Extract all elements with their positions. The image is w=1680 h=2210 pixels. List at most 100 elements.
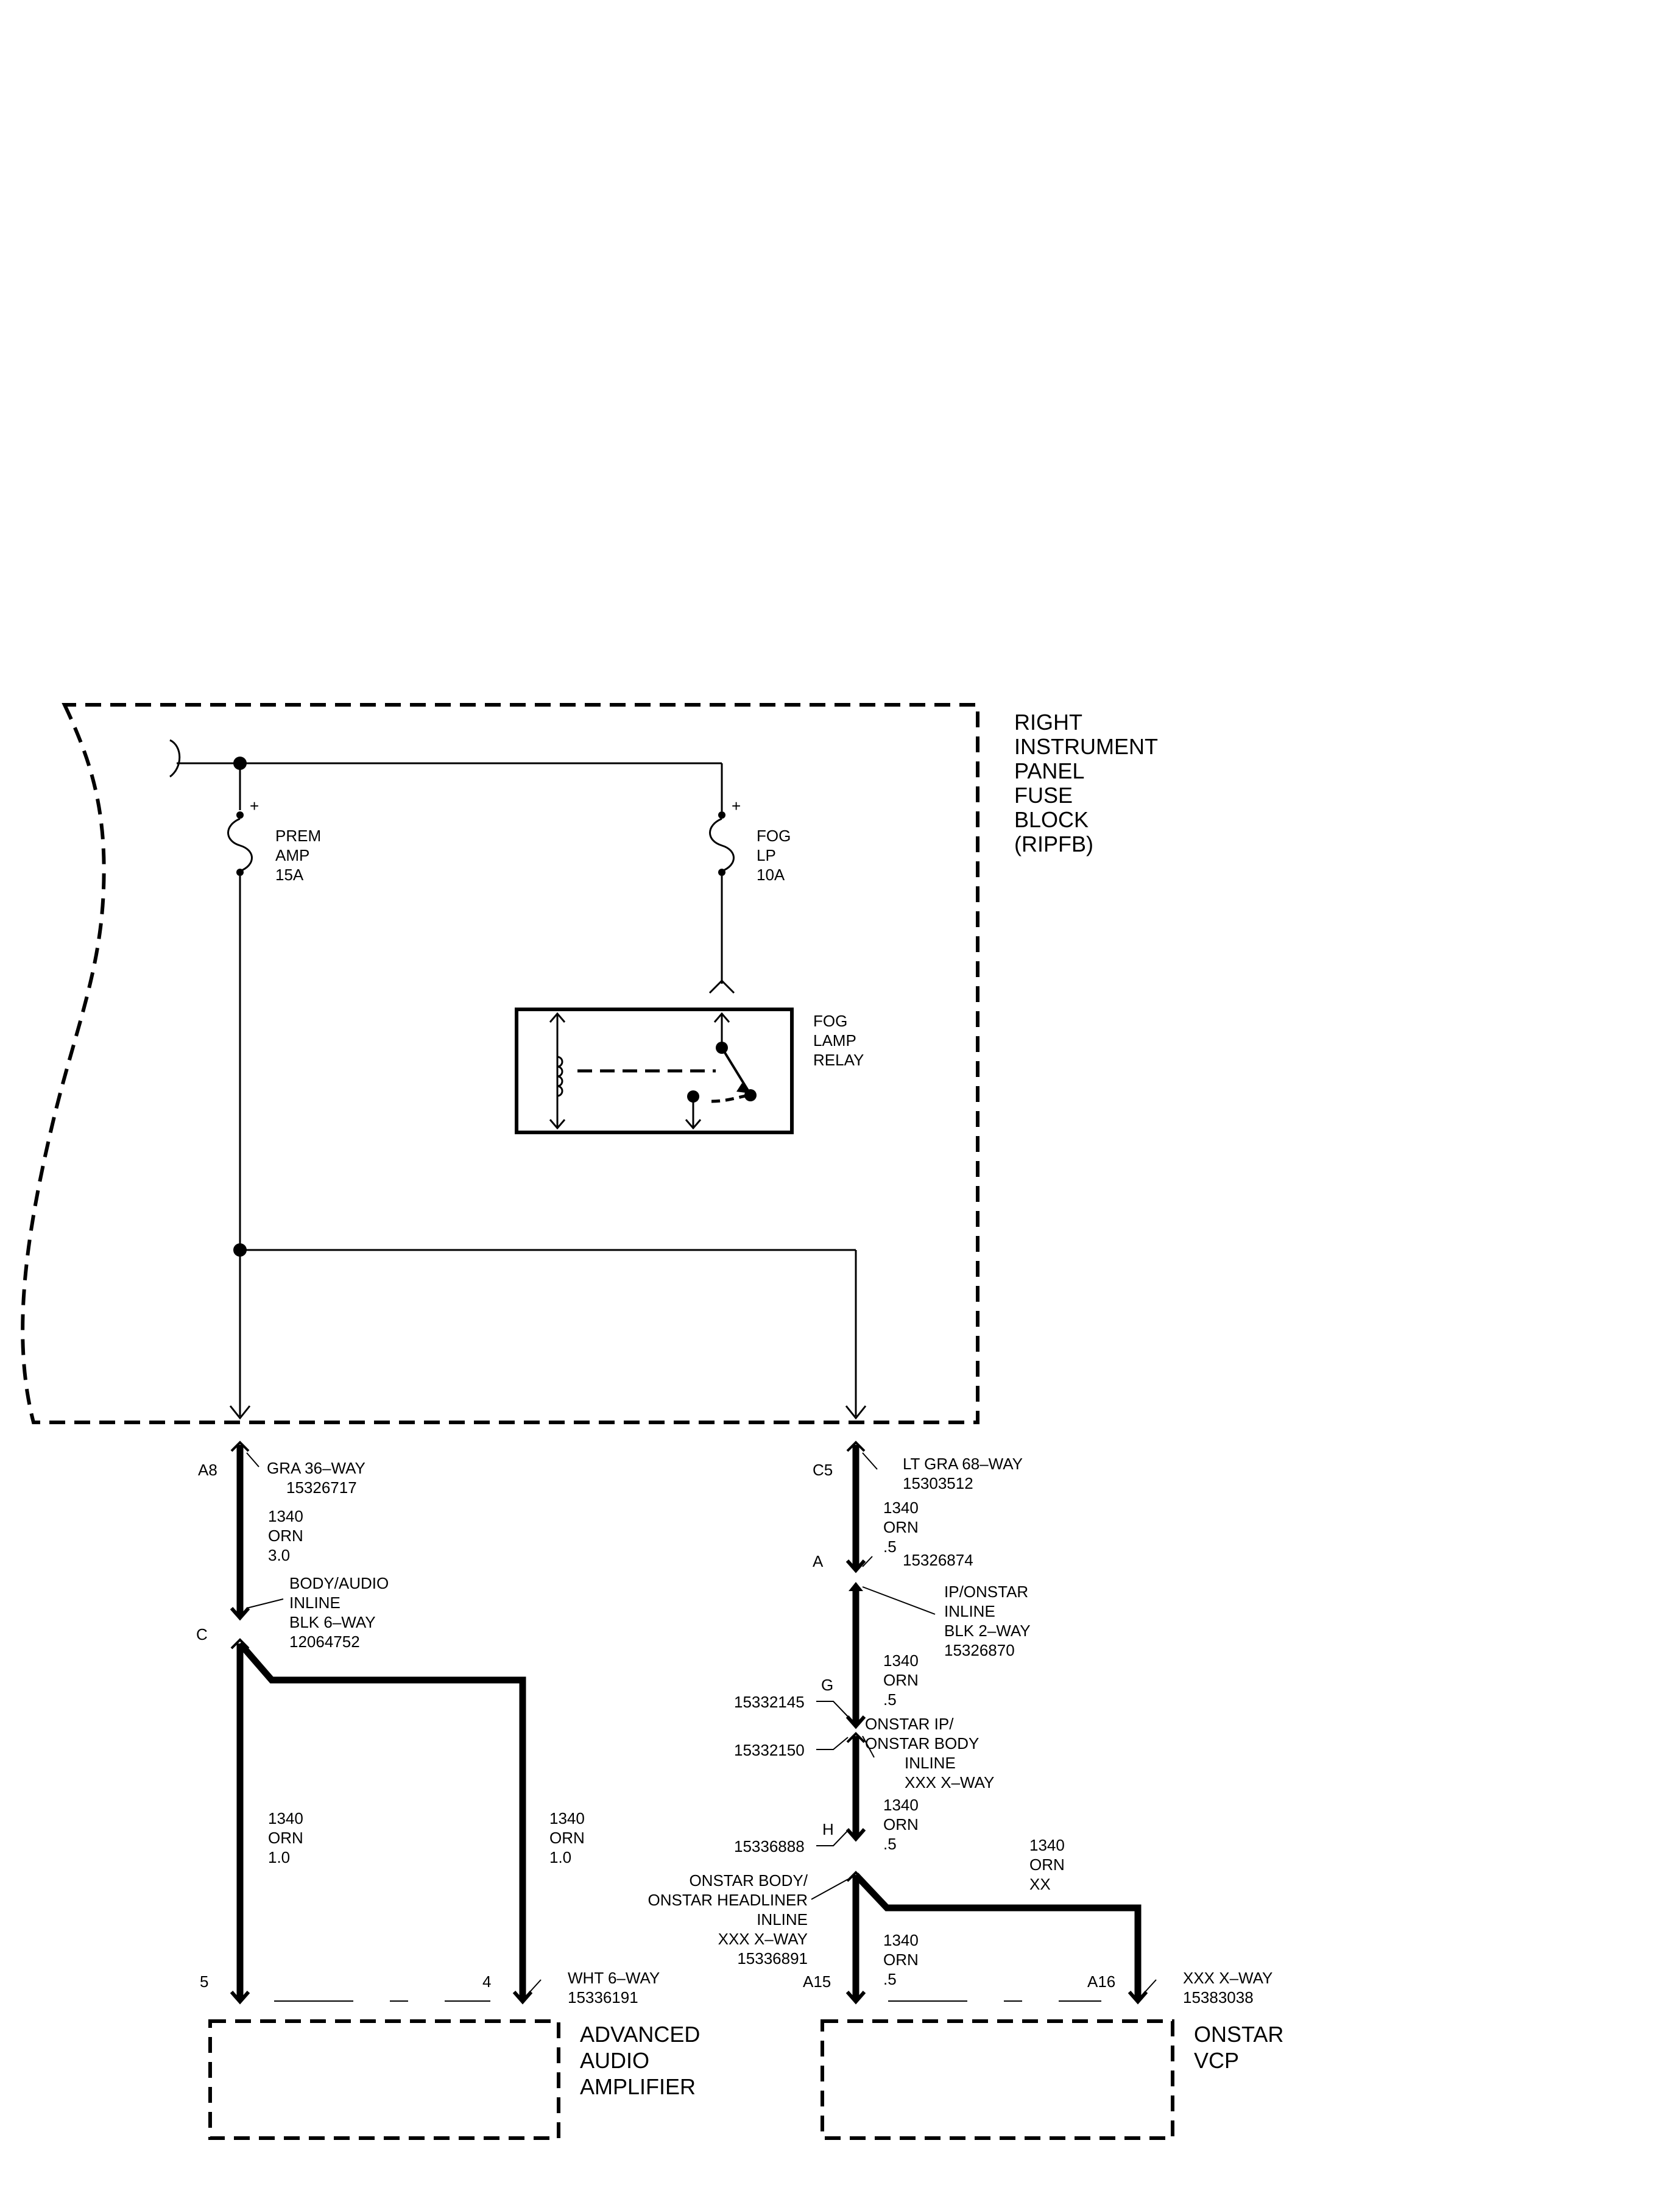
feed-splice: [233, 1243, 247, 1257]
right-wire-2-label: 1340 ORN .5: [883, 1651, 919, 1709]
relay-label: FOG LAMP RELAY: [813, 1012, 864, 1069]
svg-text:ORN: ORN: [883, 1518, 919, 1536]
svg-text:.5: .5: [883, 1970, 897, 1988]
svg-text:(RIPFB): (RIPFB): [1014, 831, 1093, 856]
svg-text:1340: 1340: [1029, 1836, 1065, 1854]
svg-text:ORN: ORN: [883, 1671, 919, 1689]
inline-onstar-body-headliner: ONSTAR BODY/ ONSTAR HEADLINER INLINE XXX…: [648, 1871, 808, 1968]
right-wire-1-label: 1340 ORN .5: [883, 1499, 919, 1556]
prem-amp-fuse: [227, 811, 253, 1246]
left-wire-3-label: 1340 ORN 1.0: [549, 1809, 585, 1866]
advanced-audio-amplifier-label: ADVANCED AUDIO AMPLIFIER: [580, 2022, 700, 2099]
svg-text:BLK 2–WAY: BLK 2–WAY: [944, 1622, 1031, 1640]
inline-body-audio: BODY/AUDIO INLINE BLK 6–WAY 12064752: [289, 1574, 389, 1651]
leader-xxx: [1143, 1979, 1157, 1994]
svg-text:12064752: 12064752: [289, 1633, 360, 1651]
leader-ltgra: [862, 1452, 878, 1470]
svg-text:ONSTAR IP/: ONSTAR IP/: [865, 1715, 954, 1733]
left-wire-1-label: 1340 ORN 3.0: [268, 1507, 303, 1564]
svg-text:ONSTAR: ONSTAR: [1194, 2022, 1283, 2047]
part-15332145: 15332145: [734, 1693, 805, 1711]
power-bus: [169, 739, 723, 811]
svg-text:15303512: 15303512: [903, 1474, 973, 1492]
inline-onstar-ip-body: ONSTAR IP/ ONSTAR BODY INLINE XXX X–WAY: [865, 1715, 994, 1792]
svg-text:XX: XX: [1029, 1875, 1051, 1893]
svg-text:1340: 1340: [549, 1809, 585, 1827]
svg-text:ORN: ORN: [268, 1527, 303, 1545]
bus-splice: [233, 757, 247, 770]
leader-body-audio: [246, 1598, 284, 1609]
svg-text:10A: 10A: [757, 866, 785, 884]
svg-text:ORN: ORN: [549, 1829, 585, 1847]
relay-contact-no: [744, 1089, 757, 1101]
svg-text:AMP: AMP: [275, 846, 309, 864]
svg-text:FOG: FOG: [757, 827, 791, 845]
conn-gra-36way: GRA 36–WAY 15326717: [267, 1459, 365, 1497]
svg-text:ONSTAR BODY/: ONSTAR BODY/: [689, 1871, 808, 1890]
pin-a: A: [813, 1552, 824, 1570]
conn-wht-6way: WHT 6–WAY 15336191: [568, 1969, 660, 2007]
pin-4: 4: [482, 1972, 491, 1991]
svg-text:WHT 6–WAY: WHT 6–WAY: [568, 1969, 660, 1987]
svg-text:1.0: 1.0: [268, 1848, 290, 1866]
svg-text:15336891: 15336891: [737, 1949, 808, 1968]
right-wire-4-label: 1340 ORN .5: [883, 1931, 919, 1988]
onstar-vcp-box: [821, 2019, 1174, 2140]
fog-lp-fuse: [708, 811, 735, 994]
svg-text:LP: LP: [757, 846, 776, 864]
svg-text:VCP: VCP: [1194, 2048, 1239, 2073]
svg-text:AMPLIFIER: AMPLIFIER: [580, 2074, 696, 2099]
svg-text:INSTRUMENT: INSTRUMENT: [1014, 734, 1158, 759]
svg-text:LAMP: LAMP: [813, 1031, 856, 1050]
fog-lamp-relay: [515, 1008, 794, 1134]
pin-5: 5: [200, 1972, 208, 1991]
leader-ip-onstar: [862, 1586, 936, 1615]
svg-text:1340: 1340: [883, 1796, 919, 1814]
svg-text:1.0: 1.0: [549, 1848, 571, 1866]
svg-text:GRA 36–WAY: GRA 36–WAY: [267, 1459, 365, 1477]
svg-text:BLK 6–WAY: BLK 6–WAY: [289, 1613, 376, 1631]
svg-text:INLINE: INLINE: [289, 1594, 341, 1612]
svg-text:PREM: PREM: [275, 827, 321, 845]
svg-text:FUSE: FUSE: [1014, 783, 1073, 808]
svg-text:ORN: ORN: [883, 1951, 919, 1969]
svg-text:1340: 1340: [268, 1507, 303, 1525]
right-wire-3-label: 1340 ORN .5: [883, 1796, 919, 1853]
svg-text:1340: 1340: [883, 1499, 919, 1517]
leader-onstar-ip-body: [862, 1735, 875, 1758]
svg-text:BODY/AUDIO: BODY/AUDIO: [289, 1574, 389, 1592]
leader-wht: [528, 1979, 542, 1994]
part-15332150: 15332150: [734, 1741, 805, 1759]
svg-text:LT GRA 68–WAY: LT GRA 68–WAY: [903, 1455, 1023, 1473]
prem-amp-plus: +: [250, 797, 259, 815]
advanced-audio-amplifier-box: [208, 2019, 560, 2140]
svg-text:ORN: ORN: [1029, 1855, 1065, 1874]
svg-text:XXX X–WAY: XXX X–WAY: [905, 1773, 994, 1792]
svg-text:15326870: 15326870: [944, 1641, 1015, 1659]
svg-text:XXX X–WAY: XXX X–WAY: [1183, 1969, 1272, 1987]
leader-g2: [816, 1737, 849, 1750]
right-wire-xx-label: 1340 ORN XX: [1029, 1836, 1065, 1893]
left-wire-2-label: 1340 ORN 1.0: [268, 1809, 303, 1866]
fog-lp-plus: +: [732, 797, 741, 815]
leader-onstar-body-headliner: [811, 1879, 849, 1900]
svg-text:IP/ONSTAR: IP/ONSTAR: [944, 1583, 1028, 1601]
svg-text:XXX X–WAY: XXX X–WAY: [718, 1930, 808, 1948]
right-circuit-wires: [845, 1441, 1148, 2005]
svg-text:15336191: 15336191: [568, 1988, 638, 2007]
leader-a: [862, 1556, 873, 1567]
svg-text:15A: 15A: [275, 866, 304, 884]
pin-a8: A8: [198, 1461, 217, 1479]
conn-xxx-xway: XXX X–WAY 15383038: [1183, 1969, 1272, 2007]
svg-text:.5: .5: [883, 1835, 897, 1853]
pin-c: C: [196, 1625, 208, 1643]
leader-gra: [246, 1452, 259, 1467]
conn-ltgra-68way: LT GRA 68–WAY 15303512: [903, 1455, 1023, 1492]
svg-text:1340: 1340: [268, 1809, 303, 1827]
ripfb-outline: [21, 703, 979, 1424]
svg-text:PANEL: PANEL: [1014, 758, 1084, 783]
svg-text:ORN: ORN: [883, 1815, 919, 1834]
part-15326874: 15326874: [903, 1551, 973, 1569]
svg-text:AUDIO: AUDIO: [580, 2048, 649, 2073]
pin-a16: A16: [1087, 1972, 1115, 1991]
